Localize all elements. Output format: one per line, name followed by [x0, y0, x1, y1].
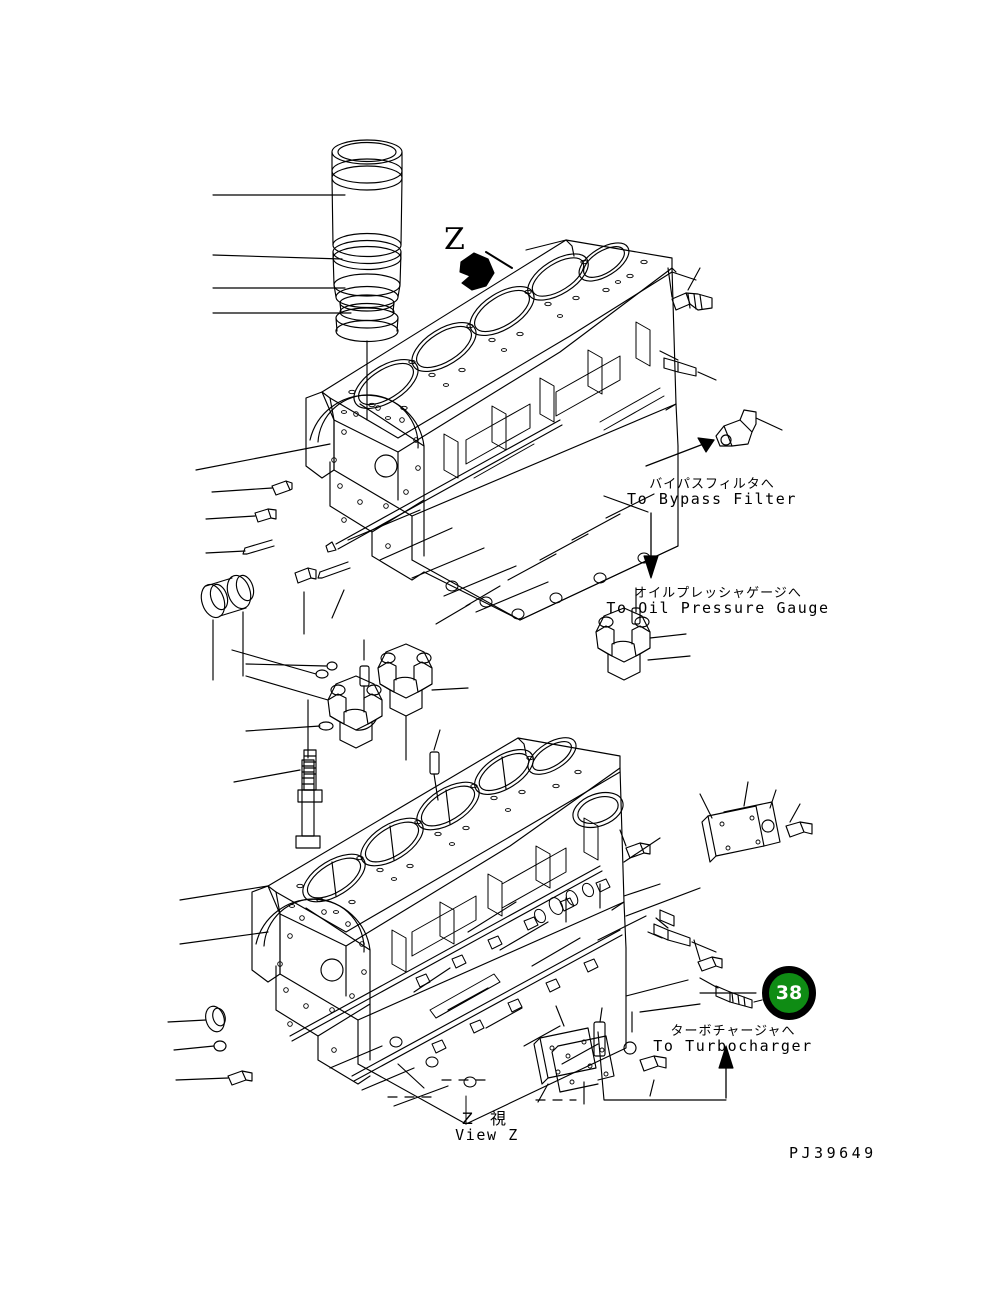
bypass-filter-arrow: [645, 437, 715, 467]
upper-leader-lines: [195, 443, 655, 625]
callout-bypass-filter-jp: バイパスフィルタへ: [649, 477, 775, 492]
z-pointer-line: [525, 239, 567, 251]
section-marker-z: Z: [444, 222, 465, 257]
view-direction-arrow: [459, 251, 513, 291]
turbocharger-arrow: [597, 1031, 734, 1101]
callout-to-oil-pressure-gauge: オイルプレッシャゲージへ To Oil Pressure Gauge: [606, 587, 829, 616]
callout-turbocharger-jp: ターボチャージャへ: [670, 1024, 796, 1039]
callout-to-turbocharger: ターボチャージャへ To Turbocharger: [653, 1025, 812, 1054]
part-badge-number: 38: [775, 982, 803, 1004]
upper-left-hardware: [200, 480, 351, 681]
cylinder-liner-part: [212, 139, 403, 421]
callout-oil-pressure-gauge-en: To Oil Pressure Gauge: [606, 598, 830, 617]
view-z-label-en: View Z: [455, 1125, 519, 1144]
upper-right-hardware: [659, 267, 783, 447]
part-badge-38[interactable]: 38: [762, 966, 816, 1020]
upper-cylinder-block: [305, 239, 679, 621]
view-z-label: Z 視 View Z: [455, 1109, 519, 1144]
view-z-label-jp: Z 視: [461, 1109, 513, 1128]
lower-cylinder-block: [251, 737, 627, 1125]
callout-to-bypass-filter: バイパスフィルタへ To Bypass Filter: [627, 478, 797, 507]
callout-bypass-filter-en: To Bypass Filter: [626, 489, 798, 508]
drawing-number: PJ39649: [789, 1144, 877, 1162]
callout-oil-pressure-gauge-jp: オイルプレッシャゲージへ: [634, 586, 802, 601]
callout-turbocharger-en: To Turbocharger: [653, 1036, 813, 1055]
lower-leader-lines: [179, 837, 701, 1107]
lower-hardware: [167, 729, 813, 1105]
oil-pressure-gauge-arrow: [603, 495, 659, 579]
